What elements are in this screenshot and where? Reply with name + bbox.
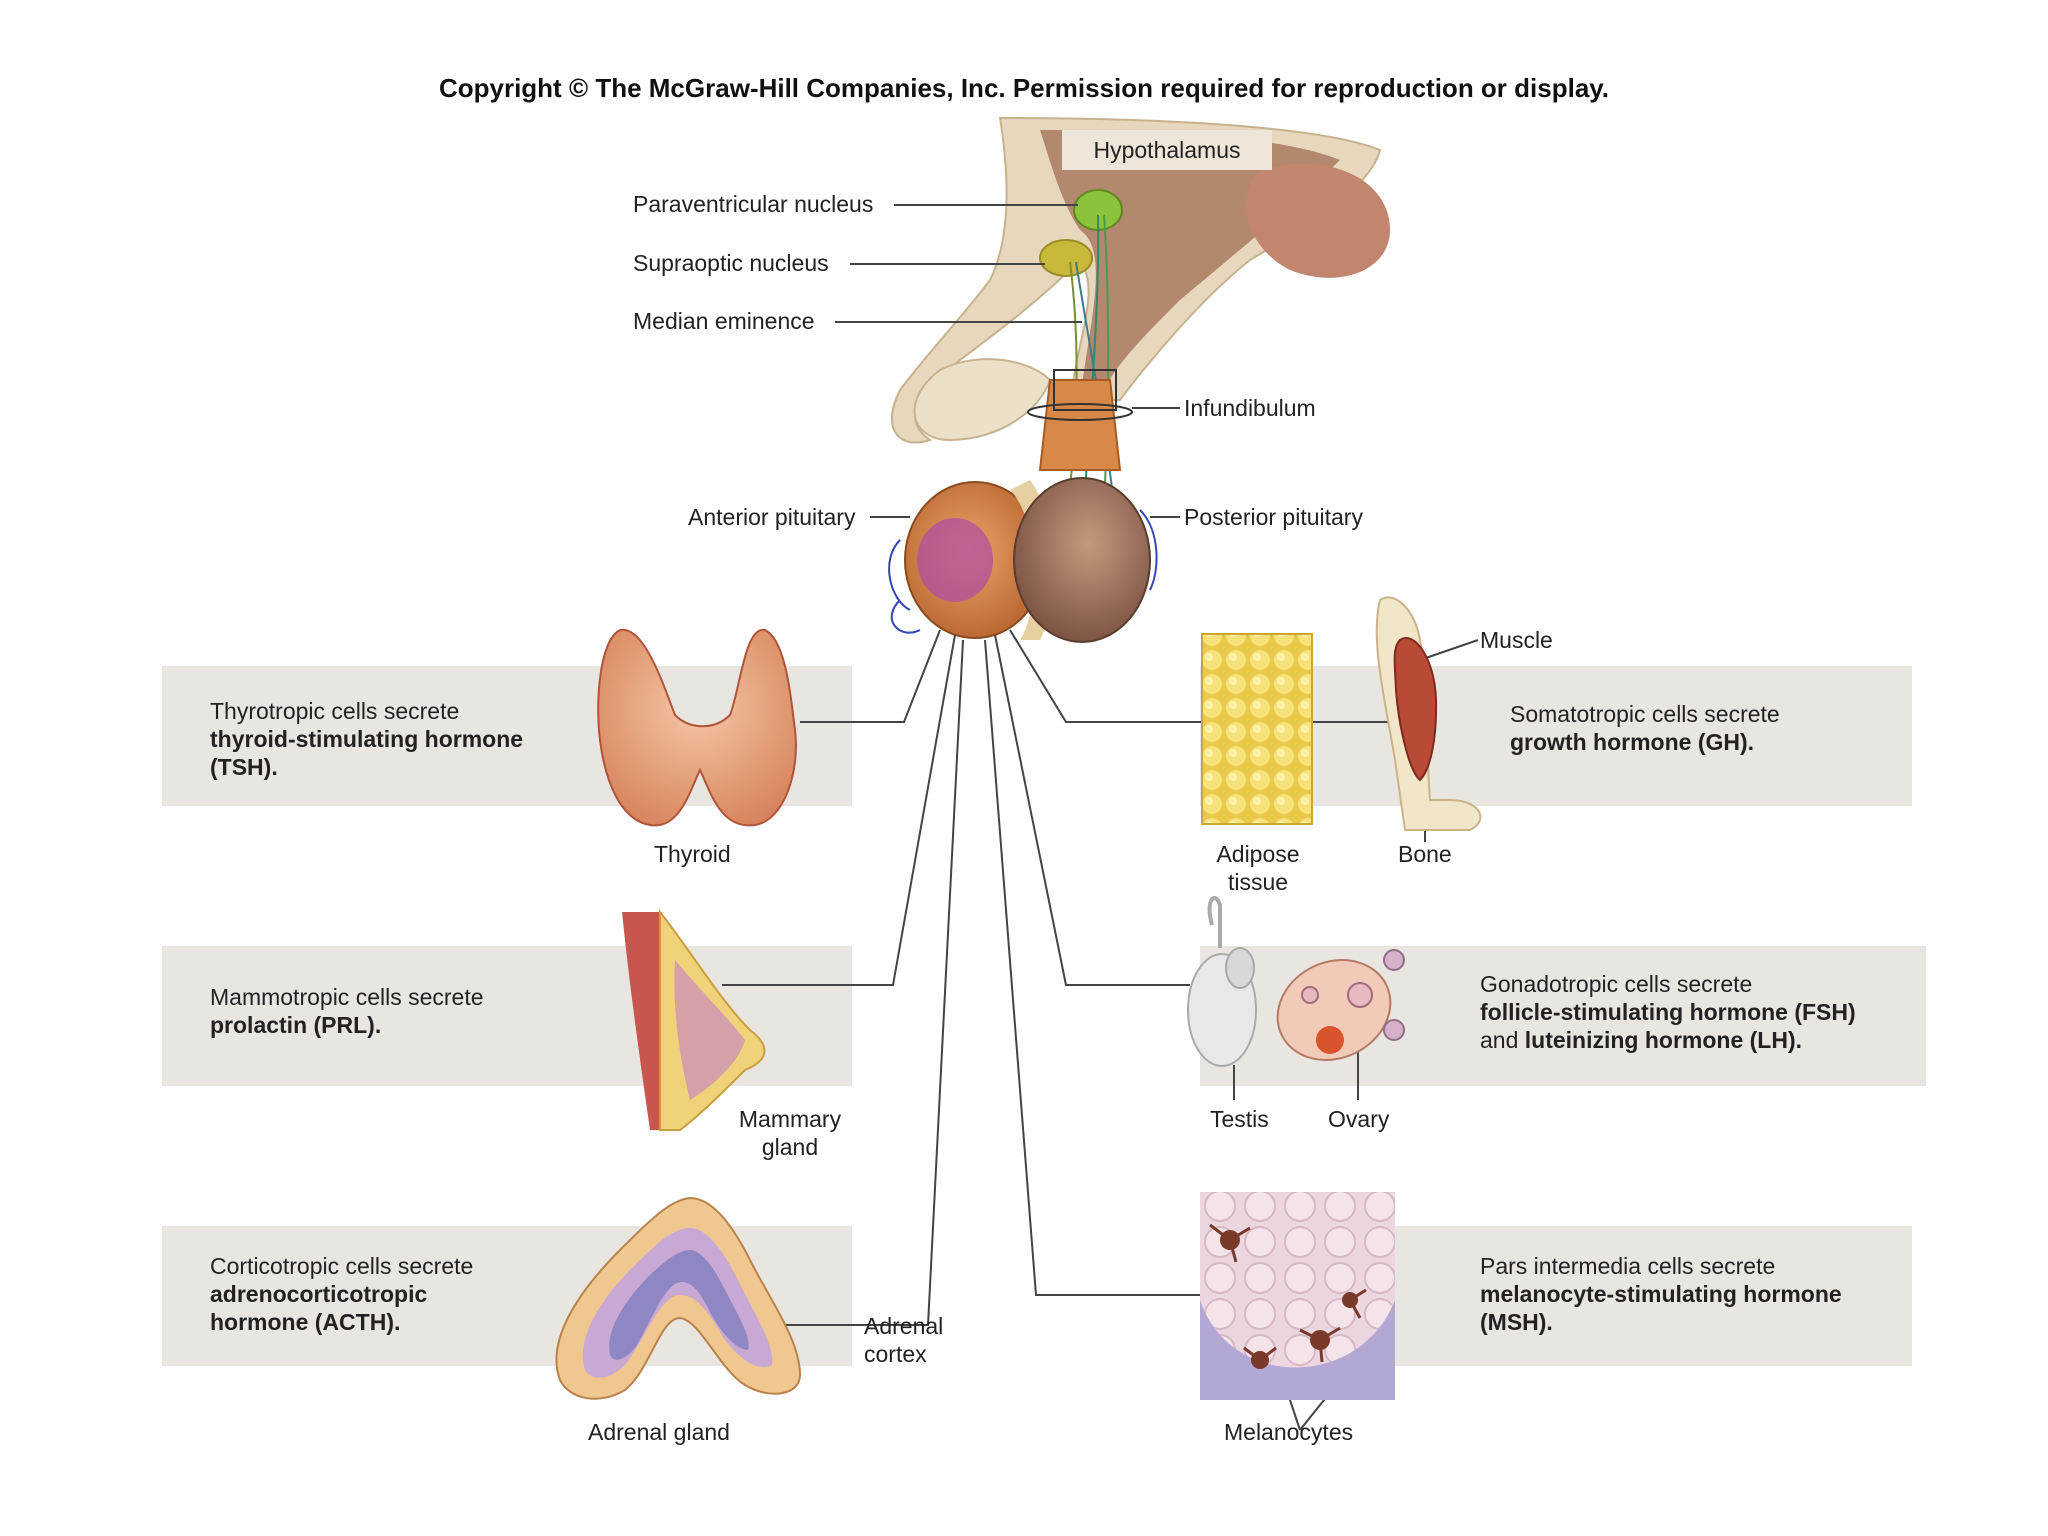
mammary-gland-label-1: Mammary [738, 1106, 842, 1132]
ovary-label: Ovary [1328, 1106, 1390, 1132]
bone-label: Bone [1398, 841, 1452, 867]
infundibulum-shape [1038, 379, 1122, 471]
thyroid-shape [597, 628, 797, 827]
ovary-shape [1276, 949, 1405, 1061]
gh-bold1: growth hormone (GH). [1510, 729, 1755, 755]
adipose-tissue-label-1: Adipose [1216, 841, 1300, 867]
tsh-bold1: thyroid-stimulating hormone [210, 726, 524, 752]
gh-line1: Somatotropic cells secrete [1510, 701, 1780, 727]
testis-label: Testis [1210, 1106, 1269, 1132]
adrenal-cortex-label-1: Adrenal [864, 1313, 944, 1339]
tsh-box-text: Thyrotropic cells secrete thyroid-stimul… [210, 697, 523, 781]
acth-box-text: Corticotropic cells secrete adrenocortic… [210, 1252, 473, 1336]
muscle-bone-shape [1375, 596, 1482, 831]
posterior-pituitary-label: Posterior pituitary [1184, 504, 1363, 530]
paraventricular-nucleus-label: Paraventricular nucleus [633, 191, 874, 217]
hypothalamus-label: Hypothalamus [1062, 130, 1272, 170]
tsh-bold2: (TSH). [210, 754, 278, 780]
fsh-bold1: follicle-stimulating hormone (FSH) [1480, 999, 1856, 1025]
msh-bold1: melanocyte-stimulating hormone [1480, 1281, 1842, 1307]
muscle-label: Muscle [1480, 627, 1553, 653]
melanocytes-label: Melanocytes [1224, 1419, 1354, 1445]
copyright-notice: Copyright © The McGraw-Hill Companies, I… [438, 73, 1610, 103]
fsh-mix-bold: luteinizing hormone (LH). [1524, 1027, 1803, 1053]
adrenal-cortex-label-2: cortex [864, 1341, 927, 1367]
fsh-mix-pre: and [1480, 1027, 1525, 1053]
adipose-tissue-label-2: tissue [1227, 869, 1289, 895]
msh-box-text: Pars intermedia cells secrete melanocyte… [1480, 1252, 1842, 1336]
mammary-gland-shape [622, 909, 766, 1131]
testis-shape [1187, 896, 1257, 1067]
infundibulum-ring [1027, 403, 1133, 421]
prl-line1: Mammotropic cells secrete [210, 984, 484, 1010]
prl-bold1: prolactin (PRL). [210, 1012, 382, 1038]
acth-bold2: hormone (ACTH). [210, 1309, 401, 1335]
median-eminence-label: Median eminence [633, 308, 815, 334]
supraoptic-nucleus-shape [1039, 239, 1093, 277]
blood-vessels [888, 509, 1158, 634]
mammary-gland-label-2: gland [761, 1134, 819, 1160]
tsh-line1: Thyrotropic cells secrete [210, 698, 460, 724]
prl-box-text: Mammotropic cells secrete prolactin (PRL… [210, 983, 484, 1039]
adrenal-gland-shape [555, 1196, 802, 1400]
acth-bold1: adrenocorticotropic [210, 1281, 428, 1307]
gh-box-text: Somatotropic cells secrete growth hormon… [1510, 700, 1780, 756]
fsh-box-text: Gonadotropic cells secrete follicle-stim… [1480, 970, 1856, 1054]
gh-box [1200, 666, 1912, 806]
msh-bold2: (MSH). [1480, 1309, 1553, 1335]
thyroid-label: Thyroid [654, 841, 731, 867]
infundibulum-label: Infundibulum [1184, 395, 1316, 421]
supraoptic-nucleus-label: Supraoptic nucleus [633, 250, 829, 276]
anterior-pituitary-label: Anterior pituitary [688, 504, 856, 530]
adipose-tissue-shape [1201, 633, 1313, 825]
melanocyte-tissue-shape [1200, 1192, 1395, 1400]
adrenal-gland-label: Adrenal gland [588, 1419, 730, 1445]
posterior-pituitary-shape [1013, 477, 1151, 643]
fsh-line1: Gonadotropic cells secrete [1480, 971, 1753, 997]
median-eminence-bracket [1053, 369, 1117, 411]
acth-line1: Corticotropic cells secrete [210, 1253, 474, 1279]
connector-lines [722, 204, 1479, 1431]
msh-line1: Pars intermedia cells secrete [1480, 1253, 1776, 1279]
capillary-bed [917, 518, 993, 602]
